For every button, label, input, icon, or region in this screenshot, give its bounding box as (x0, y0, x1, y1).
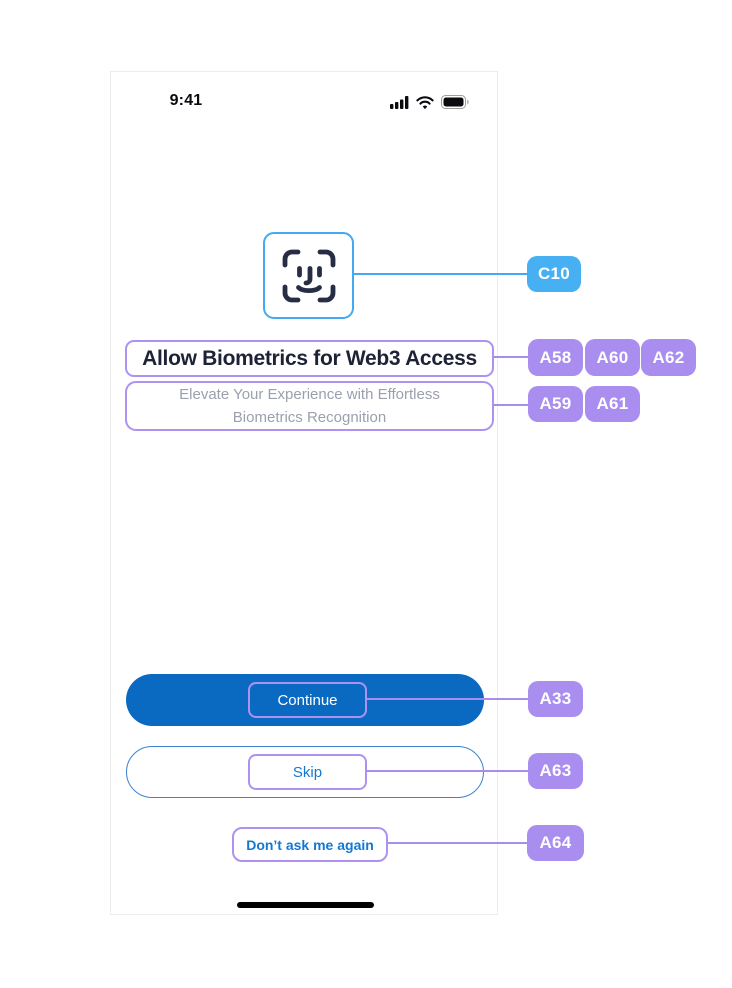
continue-label-annotation-outline: Continue (248, 682, 367, 718)
annotation-tag-a58[interactable]: A58 (528, 339, 583, 376)
dont-ask-again-link[interactable]: Don’t ask me again (232, 827, 388, 862)
annotation-tag-a33[interactable]: A33 (528, 681, 583, 717)
cellular-signal-icon (390, 95, 409, 109)
annotation-tag-a63[interactable]: A63 (528, 753, 583, 789)
skip-button-label: Skip (292, 763, 323, 781)
face-id-icon (263, 232, 354, 319)
page-title: Allow Biometrics for Web3 Access (142, 346, 477, 370)
annotation-tag-a64[interactable]: A64 (527, 825, 584, 861)
skip-label-annotation-outline: Skip (248, 754, 367, 790)
home-indicator (237, 902, 374, 908)
connector-face-id (353, 273, 528, 275)
wifi-icon (416, 95, 434, 109)
annotation-tag-a60[interactable]: A60 (585, 339, 640, 376)
annotation-tag-c10[interactable]: C10 (527, 256, 581, 292)
connector-skip (366, 770, 529, 772)
connector-subtitle (493, 404, 529, 406)
continue-button-label: Continue (277, 691, 338, 709)
phone-mockup: 9:41 (110, 71, 498, 915)
annotation-tag-a61[interactable]: A61 (585, 386, 640, 422)
status-bar-icons (389, 94, 469, 110)
connector-dont-ask (387, 842, 528, 844)
status-bar-time: 9:41 (169, 92, 203, 109)
subtitle-annotation-outline: Elevate Your Experience with Effortless … (125, 381, 494, 431)
title-annotation-outline: Allow Biometrics for Web3 Access (125, 340, 494, 377)
annotation-tag-a62[interactable]: A62 (641, 339, 696, 376)
dont-ask-again-label: Don’t ask me again (246, 836, 374, 853)
page-subtitle: Elevate Your Experience with Effortless … (179, 386, 440, 426)
battery-icon (441, 95, 469, 109)
annotation-tag-a59[interactable]: A59 (528, 386, 583, 422)
connector-continue (366, 698, 529, 700)
connector-title (493, 356, 529, 358)
